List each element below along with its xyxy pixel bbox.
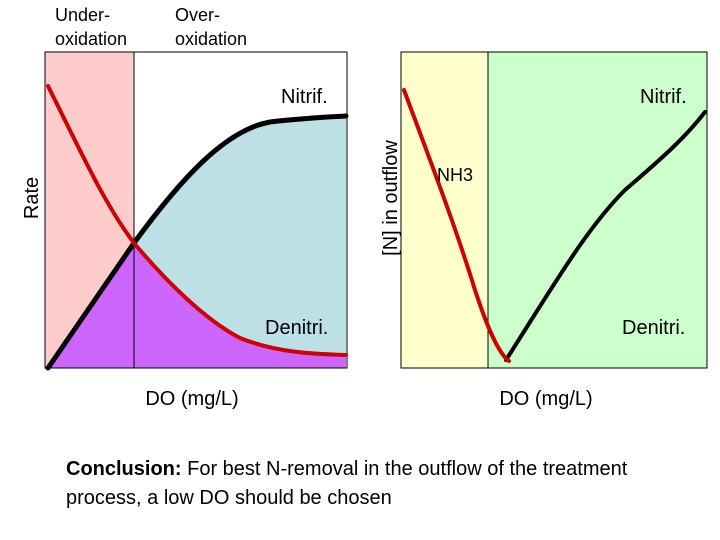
nitrification-curve xyxy=(45,113,349,371)
right-panel: [N] in outflow DO (mg/L) Nitrif. Denitri… xyxy=(380,51,708,410)
left-panel: Under- oxidation Over- oxidation Rate DO… xyxy=(21,5,349,410)
denitrification-curve xyxy=(46,84,348,357)
over-oxidation-label-line2: oxidation xyxy=(175,29,247,49)
right-plot-frame xyxy=(400,51,708,369)
nh3-zone xyxy=(401,52,488,368)
over-oxidation-label-line1: Over- xyxy=(175,5,220,25)
conclusion-text: Conclusion: For best N-removal in the ou… xyxy=(66,455,666,513)
rate-axis-label: Rate xyxy=(21,177,43,219)
conclusion-body: For best N-removal in the outflow of the… xyxy=(66,458,628,509)
under-oxidation-label-line1: Under- xyxy=(55,5,110,25)
n-outflow-axis-label: [N] in outflow xyxy=(380,140,402,256)
right-main-zone xyxy=(488,52,707,368)
right-denitri-label: Denitri. xyxy=(622,317,685,339)
under-oxidation-label-line2: oxidation xyxy=(55,29,127,49)
left-plot-frame xyxy=(44,51,348,369)
right-denitrification-curve xyxy=(402,88,511,363)
right-x-axis-label: DO (mg/L) xyxy=(499,388,592,410)
nh3-label: NH3 xyxy=(437,165,473,185)
left-nitrif-label: Nitrif. xyxy=(281,86,328,108)
denitrification-area xyxy=(48,243,346,368)
left-x-axis-label: DO (mg/L) xyxy=(145,388,238,410)
right-nitrif-label: Nitrif. xyxy=(640,86,687,108)
left-denitri-label: Denitri. xyxy=(265,317,328,339)
right-nitrification-curve xyxy=(504,110,707,362)
conclusion-heading: Conclusion: xyxy=(66,458,182,480)
